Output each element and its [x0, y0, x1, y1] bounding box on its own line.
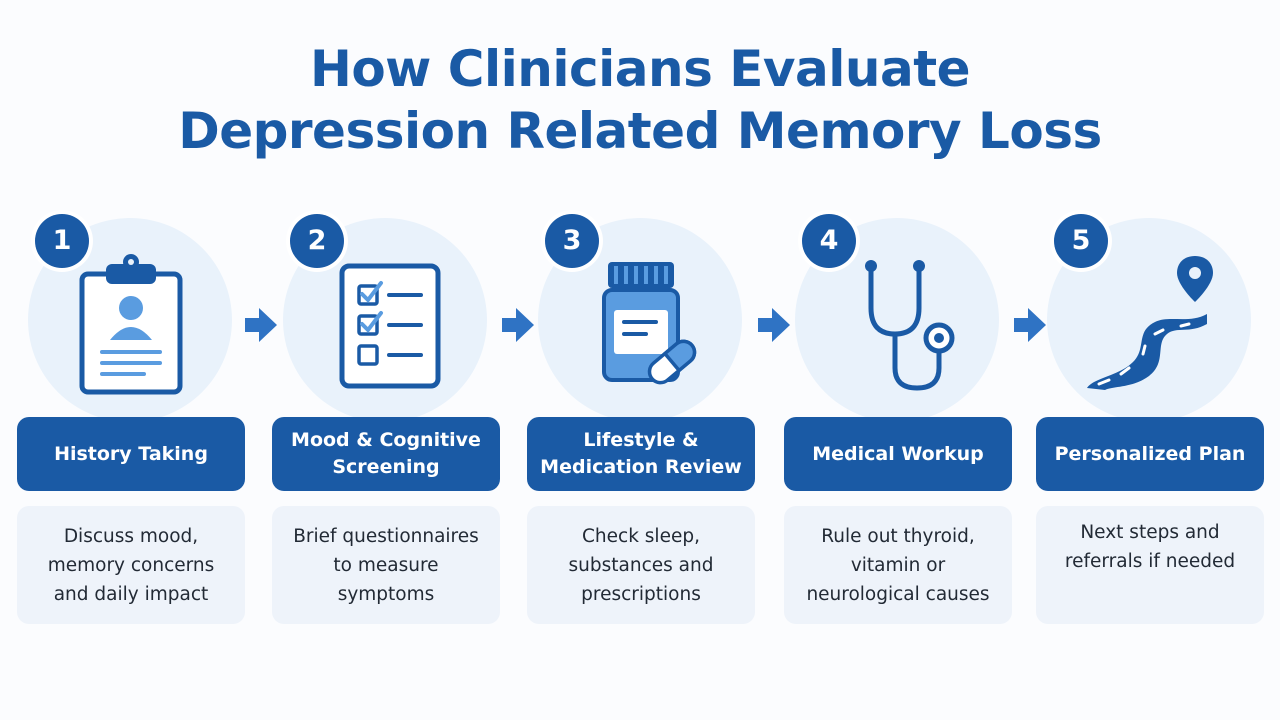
- step-1: 1 History Taking Discuss mood, memory co…: [17, 210, 245, 630]
- step-label: Mood & Cognitive Screening: [272, 417, 500, 491]
- step-label: Personalized Plan: [1036, 417, 1264, 491]
- step-4: 4 Medical Workup Rule out thyroid, vitam…: [784, 210, 1012, 630]
- step-description: Next steps and referrals if needed: [1036, 506, 1264, 624]
- stethoscope-icon: [833, 250, 963, 400]
- step-number-badge: 3: [545, 214, 599, 268]
- medication-bottle-icon: [576, 250, 706, 400]
- step-description: Check sleep, substances and prescription…: [527, 506, 755, 624]
- arrow-right-icon: [500, 305, 536, 345]
- step-number-badge: 5: [1054, 214, 1108, 268]
- title-line-2: Depression Related Memory Loss: [178, 102, 1102, 160]
- step-number-badge: 2: [290, 214, 344, 268]
- step-description: Brief questionnaires to measure symptoms: [272, 506, 500, 624]
- step-label: Medical Workup: [784, 417, 1012, 491]
- clipboard-patient-icon: [66, 250, 196, 400]
- step-5: 5 Personalized Plan Next steps and refer…: [1036, 210, 1264, 630]
- arrow-right-icon: [1012, 305, 1048, 345]
- step-label: History Taking: [17, 417, 245, 491]
- arrow-right-icon: [243, 305, 279, 345]
- step-3: 3 Lifestyle & Medication Review Check sl…: [527, 210, 755, 630]
- checklist-icon: [321, 250, 451, 400]
- step-number-badge: 4: [802, 214, 856, 268]
- title-line-1: How Clinicians Evaluate: [309, 40, 971, 98]
- step-2: 2 Mood & Cognitive Screening Brief quest…: [272, 210, 500, 630]
- step-description: Discuss mood, memory concerns and daily …: [17, 506, 245, 624]
- road-map-pin-icon: [1085, 250, 1215, 400]
- step-number-badge: 1: [35, 214, 89, 268]
- step-label: Lifestyle & Medication Review: [527, 417, 755, 491]
- page-title: How Clinicians Evaluate Depression Relat…: [0, 38, 1280, 162]
- arrow-right-icon: [756, 305, 792, 345]
- step-description: Rule out thyroid, vitamin or neurologica…: [784, 506, 1012, 624]
